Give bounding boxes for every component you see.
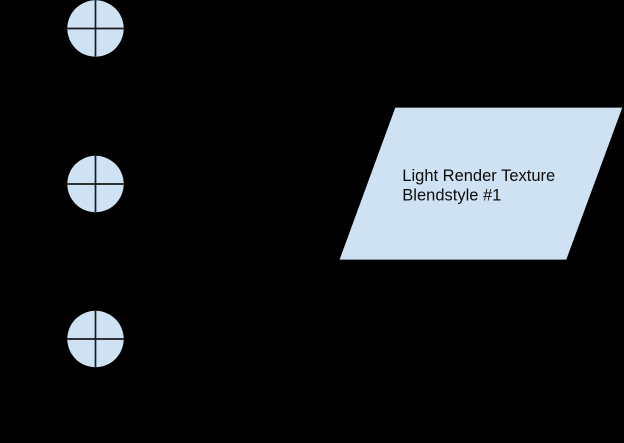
- svg-text:Light Render Texture: Light Render Texture: [402, 167, 555, 185]
- svg-text:Blendstyle #1: Blendstyle #1: [402, 186, 501, 204]
